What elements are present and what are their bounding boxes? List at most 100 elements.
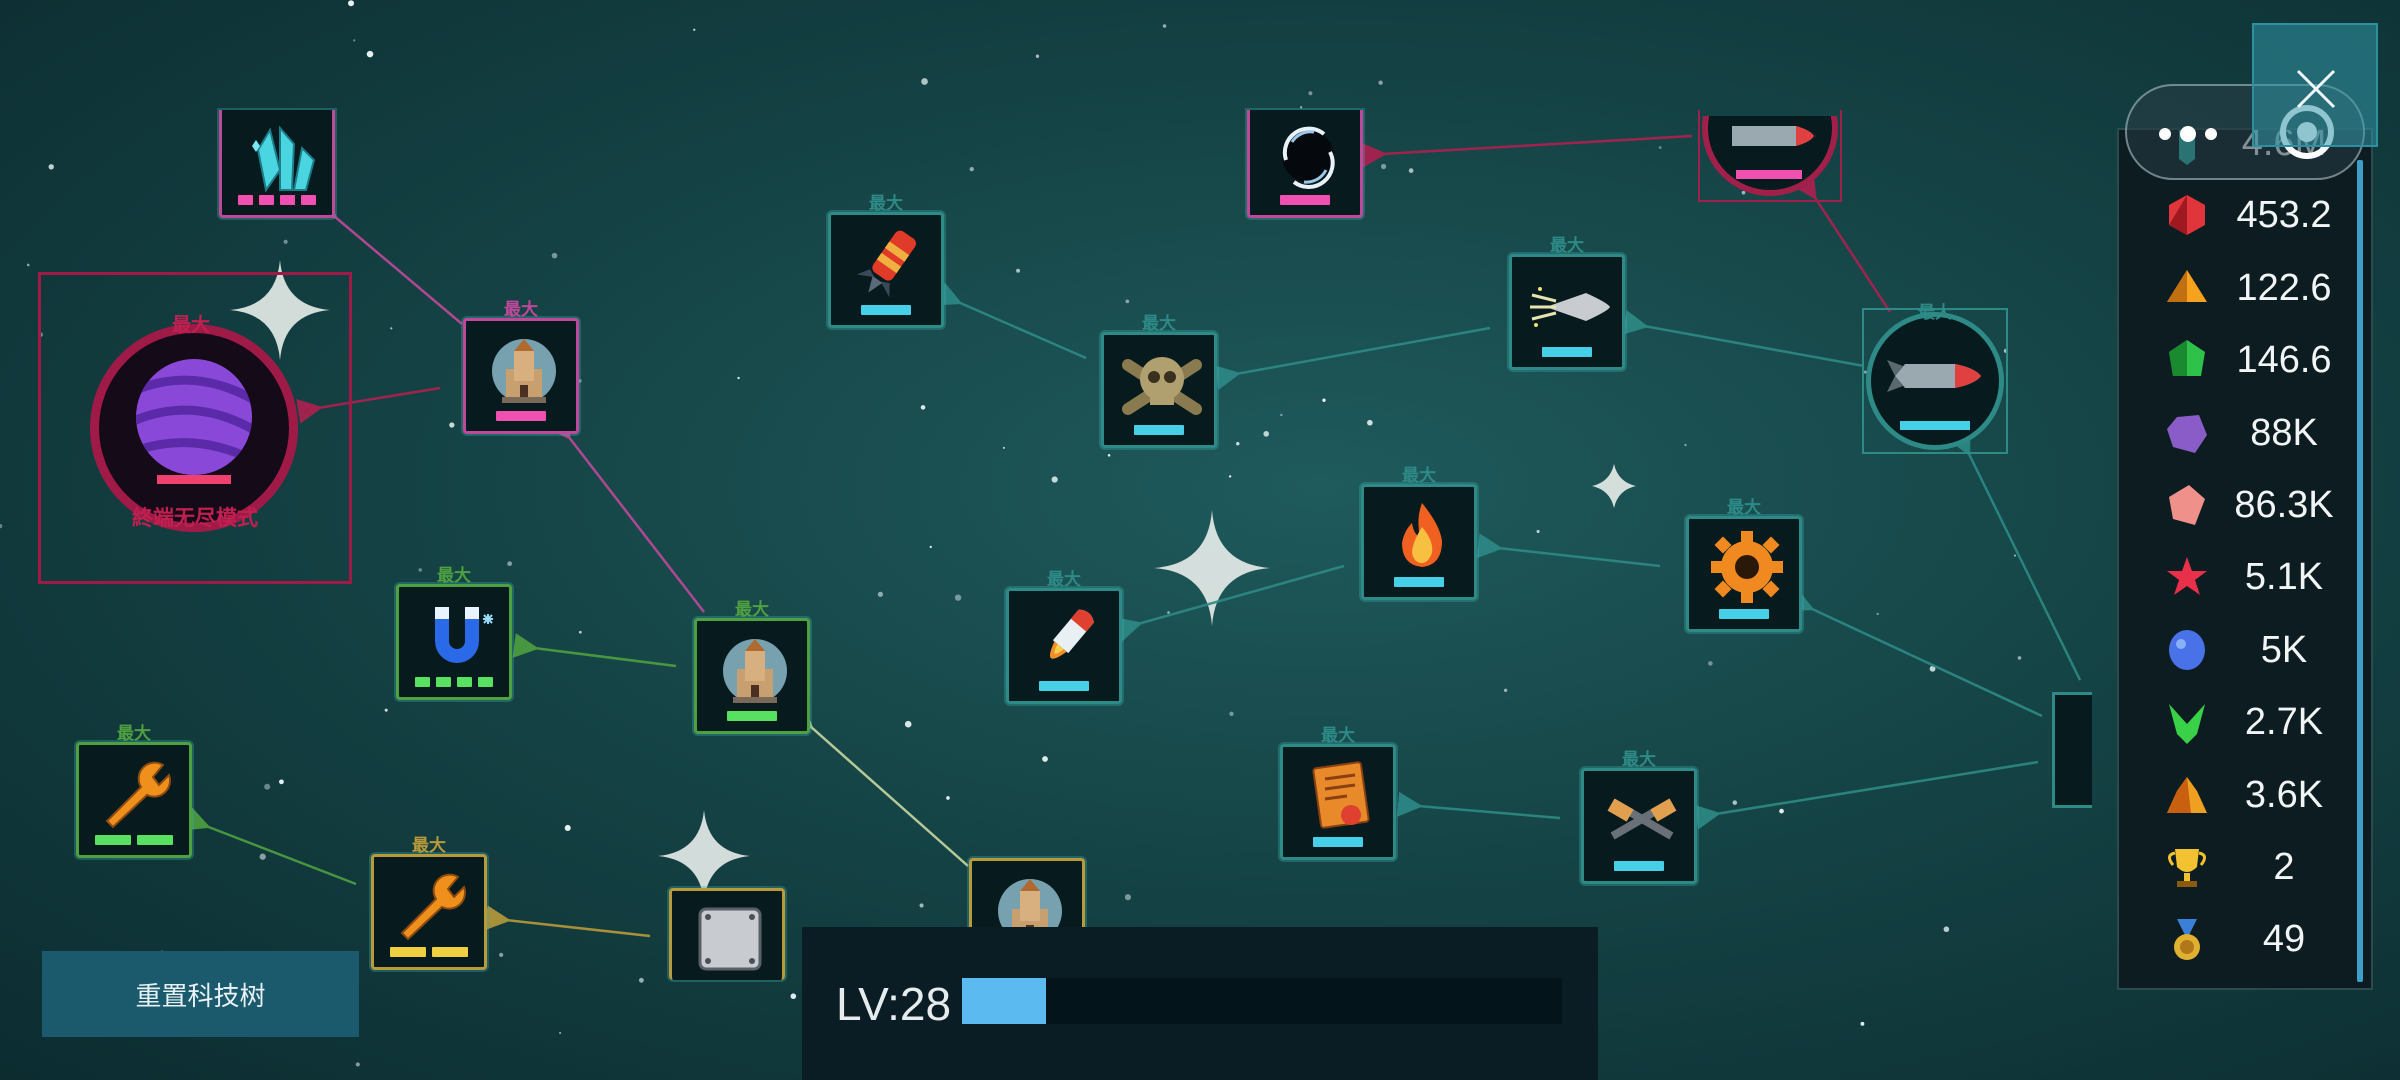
star	[26, 263, 30, 267]
sparkle-star	[1592, 464, 1636, 508]
star	[1503, 688, 1508, 692]
star	[1002, 446, 1005, 449]
star	[1732, 800, 1738, 805]
clipped-tech-node[interactable]	[2052, 692, 2092, 808]
star	[348, 0, 355, 7]
tech-node-scroll-seal[interactable]: 最大	[1280, 726, 1396, 860]
level-bars	[390, 947, 468, 957]
star	[259, 853, 266, 860]
resource-panel[interactable]: 4.6M453.2122.6146.688K86.3K5.1K5K2.7K3.6…	[2117, 128, 2373, 990]
star	[1860, 1021, 1865, 1026]
max-label: 最大	[437, 566, 471, 585]
rocket-top-bar	[1736, 170, 1802, 179]
medal-icon	[2174, 919, 2200, 961]
max-label: 最大	[869, 194, 903, 213]
tech-node-fire[interactable]: 最大	[1361, 466, 1477, 600]
resource-row: 122.6	[2119, 253, 2371, 323]
tech-link	[1694, 760, 2039, 830]
star	[0, 524, 3, 529]
tech-node-rocket-red[interactable]: 最大	[828, 194, 944, 328]
tech-node-magnet[interactable]: 最大	[396, 566, 512, 700]
star	[954, 594, 962, 601]
level-bars	[1313, 837, 1363, 847]
max-label: 最大	[412, 836, 446, 855]
more-dots-icon	[2159, 126, 2217, 142]
blue-orb-icon	[2169, 629, 2205, 670]
tech-link	[1361, 134, 1693, 168]
level-bars	[238, 195, 316, 205]
sparkle-star	[230, 260, 330, 360]
star	[737, 376, 740, 380]
close-icon	[2296, 69, 2336, 109]
experience-bar-fill	[962, 978, 1046, 1024]
star	[48, 164, 54, 170]
tech-link	[1786, 588, 2043, 718]
tech-node-gear[interactable]: 最大	[1686, 498, 1802, 632]
tech-node-crossed-guns[interactable]: 最大	[1581, 750, 1697, 884]
resource-row: 146.6	[2119, 325, 2371, 395]
tech-node-flame-rocket[interactable]: 最大	[1006, 570, 1122, 704]
star	[1263, 431, 1270, 437]
star	[1107, 453, 1111, 457]
star	[1658, 146, 1662, 149]
star	[1876, 612, 1879, 616]
level-bars	[415, 677, 493, 687]
star	[1779, 808, 1784, 814]
reset-tech-tree-button[interactable]: 重置科技树	[42, 951, 359, 1037]
endless-mode-label: 終端无尽模式	[132, 507, 258, 530]
star	[1229, 711, 1234, 716]
tech-node-castle-green[interactable]: 最大	[694, 600, 810, 734]
close-button[interactable]	[2252, 23, 2378, 147]
endless-mode-node[interactable]	[90, 324, 298, 532]
tech-link	[545, 412, 705, 613]
star	[1367, 419, 1373, 426]
star	[384, 708, 388, 712]
rocket-top-frame	[1698, 110, 1842, 202]
level-bars	[1542, 347, 1592, 357]
sparkle-star	[1154, 510, 1270, 626]
star	[1280, 413, 1283, 417]
tech-link	[934, 282, 1087, 360]
tech-node-portal[interactable]	[1247, 110, 1363, 218]
level-bars	[1280, 195, 1330, 205]
resource-panel-scrollbar[interactable]	[2357, 160, 2363, 982]
resource-row: 49	[2119, 904, 2371, 974]
max-label: 最大	[504, 300, 538, 319]
star	[559, 1031, 562, 1034]
star	[920, 405, 926, 410]
star	[1708, 661, 1713, 666]
tech-node-crystal[interactable]	[219, 110, 335, 218]
level-bars	[1134, 425, 1184, 435]
max-label: 最大	[1047, 570, 1081, 589]
star	[499, 952, 504, 957]
tech-node-skull[interactable]: 最大	[1101, 314, 1217, 448]
star	[1929, 665, 1936, 672]
wrench-icon	[105, 761, 172, 829]
star	[790, 993, 797, 1000]
star	[283, 239, 288, 244]
tech-node-bullet-spray[interactable]: 最大	[1509, 236, 1625, 370]
level-bars	[861, 305, 911, 315]
star	[638, 977, 644, 983]
tech-node-wrench-yellow[interactable]: 最大	[371, 836, 487, 970]
green-leaf-gem-icon	[2169, 704, 2205, 745]
endless-mode-frame[interactable]	[38, 272, 352, 584]
bullet-spray-icon	[1530, 287, 1610, 327]
star	[355, 1062, 360, 1067]
tech-node-metal-plate[interactable]: 最大	[669, 888, 785, 980]
green-gem-icon	[2169, 340, 2205, 377]
tech-link	[786, 703, 969, 867]
tech-node-castle-pink[interactable]: 最大	[463, 300, 579, 434]
missile-icon	[1887, 360, 1981, 392]
star	[1016, 268, 1021, 273]
level-bars	[1394, 577, 1444, 587]
star	[353, 39, 356, 42]
star	[579, 630, 582, 634]
resource-row: 453.2	[2119, 180, 2371, 250]
purple-gem-icon	[2167, 414, 2207, 453]
star	[449, 422, 455, 428]
frost-magnet-icon	[435, 607, 493, 663]
tech-node-wrench-green[interactable]: 最大	[76, 724, 192, 858]
max-label: 最大	[1622, 750, 1656, 769]
resource-row: 88K	[2119, 398, 2371, 468]
